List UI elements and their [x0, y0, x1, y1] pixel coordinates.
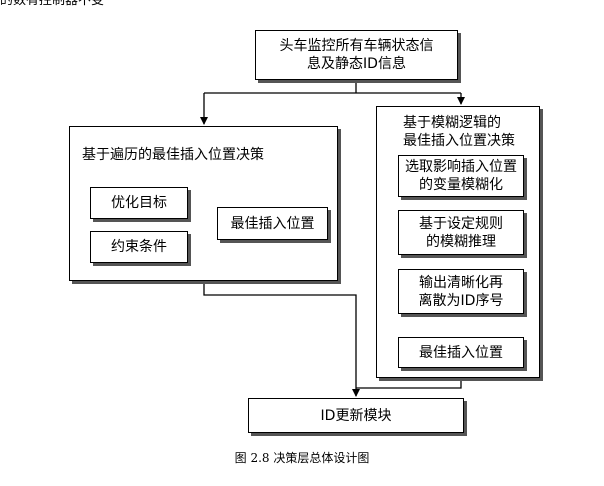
- figure-caption: 图 2.8 决策层总体设计图: [234, 451, 370, 465]
- fuzzy-reasoning-node: 基于设定规则 的模糊推理: [398, 210, 524, 255]
- arrow-to-left-container: [204, 92, 461, 124]
- constraint-conditions-node: 约束条件: [90, 231, 188, 263]
- optimization-objective-node: 优化目标: [90, 187, 188, 219]
- variable-fuzzification-node: 选取影响插入位置 的变量模糊化: [398, 155, 524, 197]
- traversal-best-position-node: 最佳插入位置: [217, 207, 328, 240]
- arrow-left-to-update: [203, 281, 360, 397]
- defuzzification-node: 输出清晰化再 离散为ID序号: [398, 269, 524, 314]
- fuzzy-best-position-node: 最佳插入位置: [398, 337, 524, 368]
- arrow-right-to-update: [356, 378, 462, 389]
- fuzzy-decision-title: 基于模糊逻辑的 最佳插入位置决策: [403, 115, 515, 149]
- traversal-decision-title: 基于遍历的最佳插入位置决策: [82, 147, 264, 163]
- cropped-top-text: 的数有控制器不变: [0, 0, 105, 8]
- vehicle-monitoring-node: 头车监控所有车辆状态信 息及静态ID信息: [255, 30, 458, 80]
- id-update-module-node: ID更新模块: [248, 398, 464, 433]
